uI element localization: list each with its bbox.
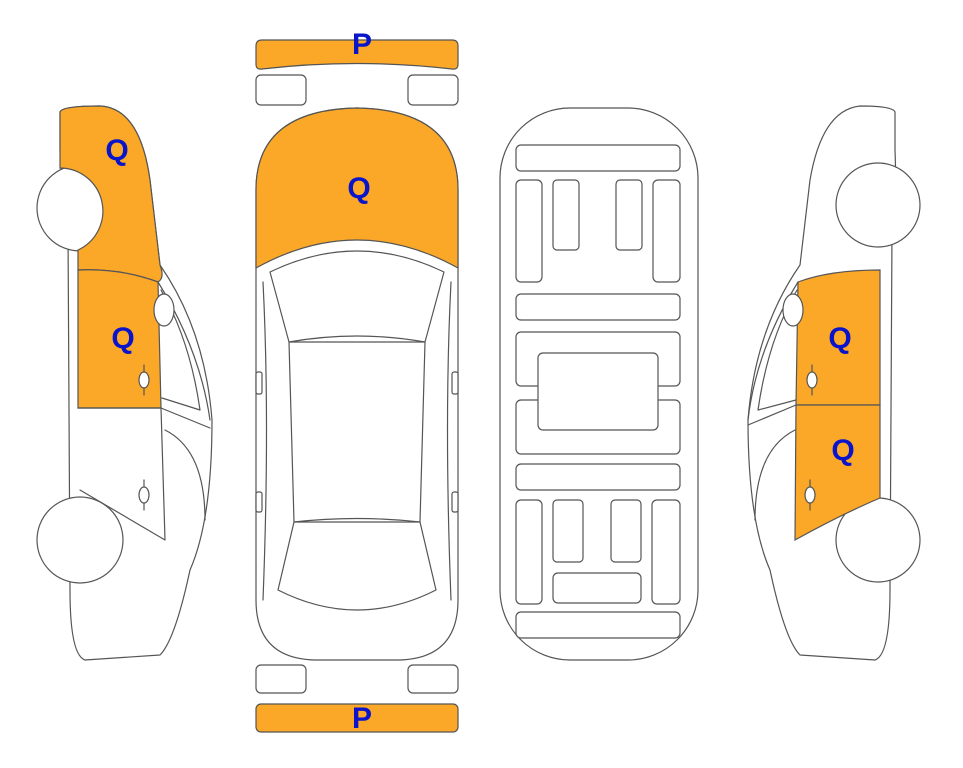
underbody-part bbox=[652, 179, 681, 283]
right-front-handle-grip bbox=[806, 371, 818, 389]
underbody-part bbox=[651, 499, 681, 605]
underbody-part bbox=[515, 293, 681, 321]
underbody-part bbox=[515, 611, 681, 639]
right-headlight bbox=[407, 74, 459, 106]
underbody-part bbox=[515, 499, 543, 605]
rear-bumper-panel[interactable] bbox=[255, 703, 459, 733]
front-bumper-panel[interactable] bbox=[255, 39, 459, 70]
left-rear-wheel bbox=[36, 496, 124, 584]
left-headlight bbox=[255, 74, 307, 106]
underbody-view bbox=[499, 107, 699, 661]
right-rear-handle bbox=[451, 491, 459, 513]
rear-window-line bbox=[277, 517, 437, 611]
left-side-line bbox=[262, 281, 268, 601]
right-taillight bbox=[407, 664, 459, 694]
underbody-part bbox=[515, 463, 681, 491]
left-rear-handle-grip bbox=[138, 486, 150, 504]
right-door-seam bbox=[747, 404, 797, 426]
underbody-part bbox=[552, 179, 580, 251]
left-front-handle-grip bbox=[138, 371, 150, 389]
underbody-part bbox=[615, 179, 643, 251]
left-front-door-panel[interactable] bbox=[77, 269, 162, 409]
front-bumper-code: P bbox=[352, 28, 372, 61]
underbody-part bbox=[515, 179, 543, 283]
left-c-pillar bbox=[164, 429, 206, 521]
hood-panel[interactable] bbox=[255, 107, 459, 270]
right-side-line bbox=[446, 281, 452, 601]
right-rear-door-code: Q bbox=[831, 434, 854, 467]
left-mirror bbox=[255, 371, 263, 395]
right-rear-door-panel[interactable] bbox=[794, 404, 881, 542]
underbody-part bbox=[610, 499, 642, 563]
left-taillight bbox=[255, 664, 307, 694]
left-front-fender-code: Q bbox=[105, 134, 128, 167]
right-front-door-panel[interactable] bbox=[795, 269, 881, 406]
windshield-line bbox=[269, 250, 445, 343]
underbody-center-panel bbox=[537, 352, 659, 431]
left-mirror-side bbox=[153, 293, 175, 327]
underbody-part bbox=[515, 144, 681, 172]
left-front-door-code: Q bbox=[111, 322, 134, 355]
underbody-part bbox=[552, 499, 584, 563]
left-rear-handle bbox=[255, 491, 263, 513]
right-rear-handle-grip bbox=[804, 486, 816, 504]
top-view: P Q P bbox=[255, 28, 459, 735]
right-mirror bbox=[451, 371, 459, 395]
right-c-pillar bbox=[754, 429, 796, 521]
right-side-view: Q Q bbox=[747, 105, 921, 661]
rear-bumper-code: P bbox=[352, 702, 372, 735]
right-mirror-side bbox=[782, 293, 804, 327]
right-front-wheel bbox=[835, 162, 921, 248]
hood-code: Q bbox=[347, 172, 370, 205]
left-side-view: Q Q bbox=[36, 105, 213, 661]
right-front-door-code: Q bbox=[828, 322, 851, 355]
underbody-part bbox=[552, 572, 642, 604]
left-rear-door-edge bbox=[79, 407, 166, 541]
